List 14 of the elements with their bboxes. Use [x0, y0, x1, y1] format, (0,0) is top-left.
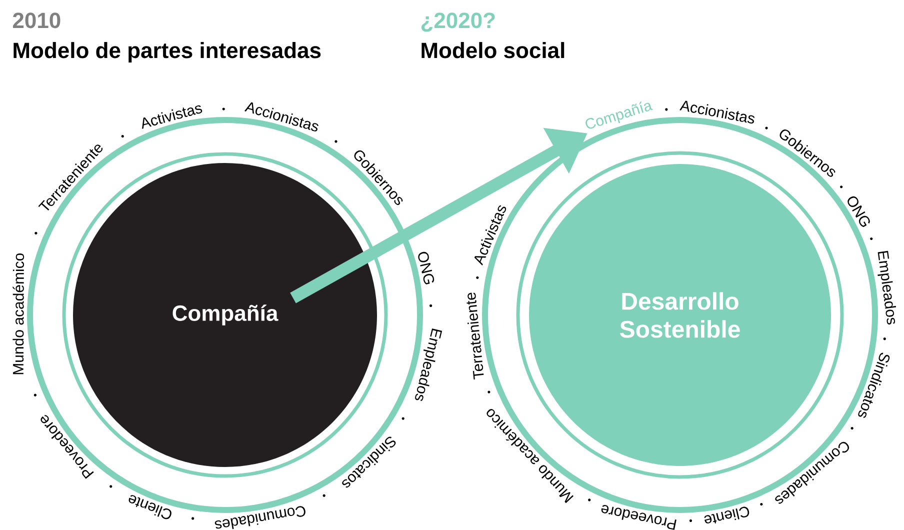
year-heading: ¿2020? — [421, 12, 495, 32]
ring-label: Cliente — [128, 495, 172, 520]
ring-label: Terrateniente — [466, 292, 484, 380]
ring-label: Proveedore — [601, 505, 676, 530]
year-heading: 2010 — [12, 12, 60, 28]
model-heading: Modelo social — [422, 42, 564, 58]
ring-label: Comunidades — [214, 506, 306, 530]
ring-label: Empleados — [878, 250, 896, 325]
ring-label: Activistas — [142, 105, 202, 129]
model-heading: Modelo de partes interesadas — [14, 42, 321, 63]
ring-label: ONG — [418, 252, 434, 284]
ring-label: Mundo académico — [12, 253, 24, 374]
ring-label: Accionistas — [680, 100, 755, 124]
ring-label: Cliente — [704, 506, 750, 524]
